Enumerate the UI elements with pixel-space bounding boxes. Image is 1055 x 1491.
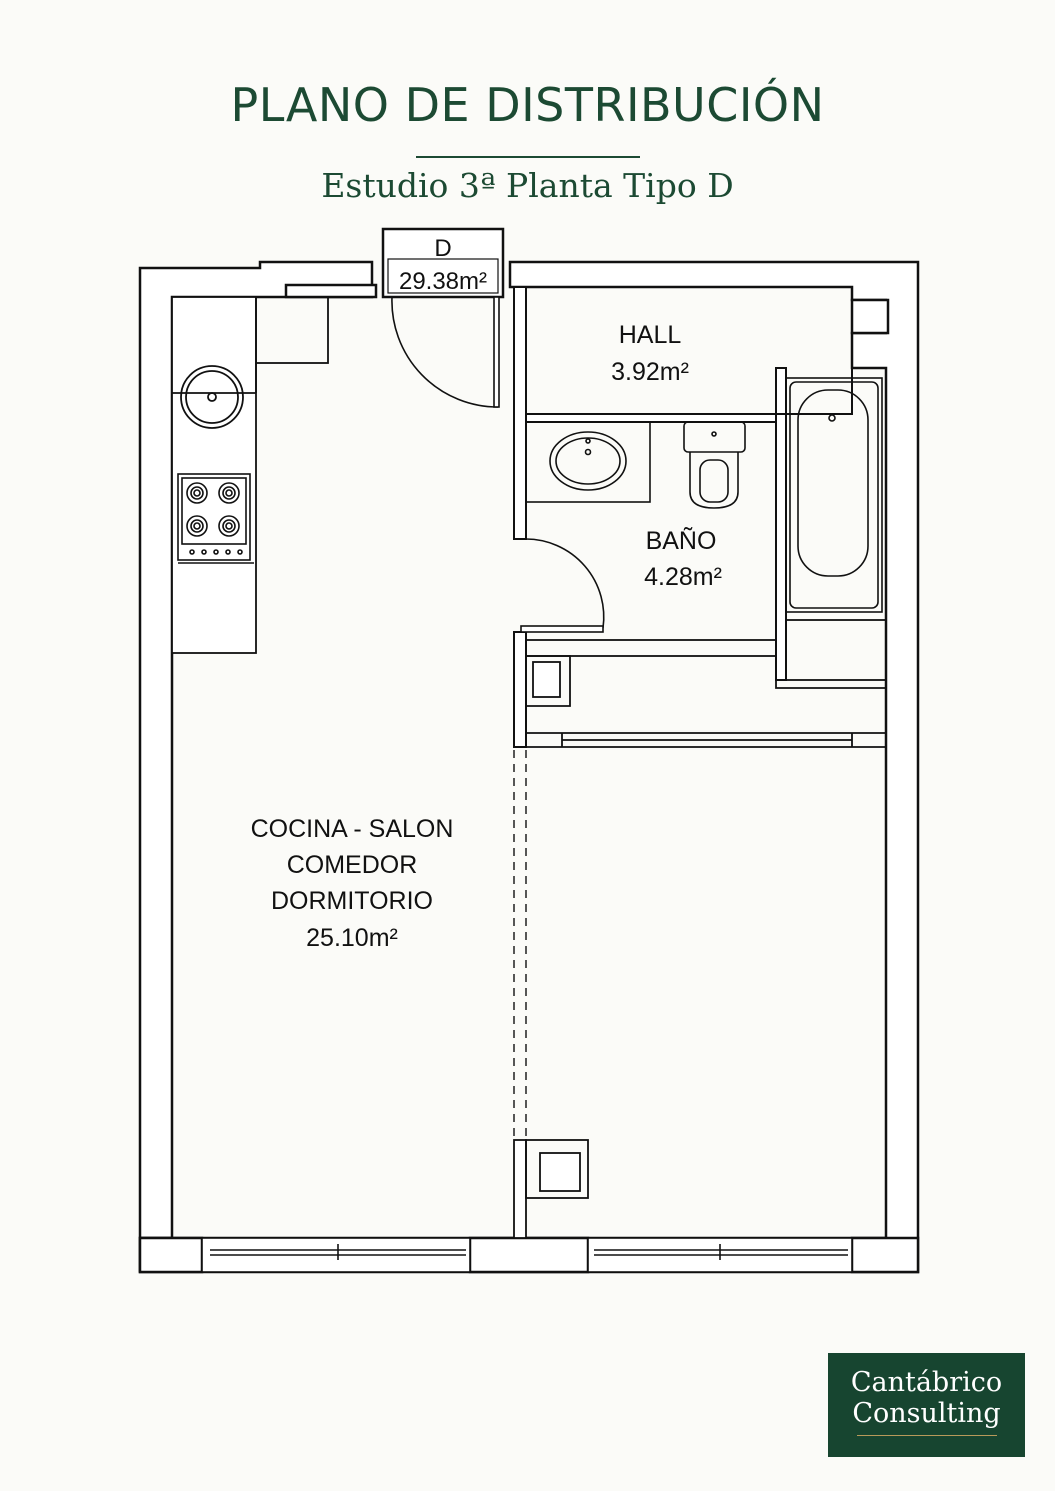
logo-line-1: Cantábrico: [850, 1367, 1003, 1398]
hall-closet: [525, 286, 853, 415]
kitchen-counter: [171, 296, 329, 654]
title-divider: [416, 156, 640, 158]
partition-hall-bath: [525, 413, 777, 423]
unit-tag: D 29.38m²: [381, 227, 505, 299]
bathtub-icon: [785, 377, 883, 613]
dashed-divider: [513, 750, 527, 1140]
partition-wall-lower: [513, 631, 527, 748]
brand-logo: Cantábrico Consulting: [828, 1353, 1025, 1457]
sink-icon: [180, 365, 244, 429]
wall-top-stub: [284, 283, 378, 299]
bano-label: BAÑO: [646, 526, 717, 555]
bano-area: 4.28m²: [644, 563, 722, 591]
wall-corner-br: [850, 1236, 920, 1274]
column-pillar: [513, 1139, 589, 1239]
unit-letter: D: [434, 235, 451, 262]
bathroom-lower-wall: [525, 619, 887, 748]
hall-area: 3.92m²: [611, 358, 689, 386]
partition-wall-vertical: [513, 286, 527, 540]
stove-icon: [177, 473, 254, 564]
unit-area: 29.38m²: [399, 268, 487, 295]
entry-door: [391, 296, 500, 408]
page-title: PLANO DE DISTRIBUCIÓN: [230, 78, 825, 132]
washbasin-icon: [525, 421, 651, 503]
window-right: [587, 1237, 853, 1273]
toilet-icon: [683, 421, 746, 509]
logo-line-2: Consulting: [852, 1398, 1001, 1429]
page-subtitle: Estudio 3ª Planta Tipo D: [321, 166, 734, 205]
bathroom-door: [520, 538, 605, 633]
wall-corner-right: [850, 298, 890, 335]
main-room-area: 25.10m²: [306, 924, 398, 952]
main-room-label-1: COCINA - SALON: [251, 815, 454, 843]
hall-label: HALL: [619, 321, 682, 349]
logo-divider: [856, 1435, 997, 1436]
wall-pillar-bottom: [468, 1236, 590, 1274]
main-room-label-3: DORMITORIO: [271, 887, 433, 915]
window-left: [201, 1237, 471, 1273]
main-room-label-2: COMEDOR: [287, 851, 418, 879]
wall-corner-left: [138, 1236, 204, 1274]
